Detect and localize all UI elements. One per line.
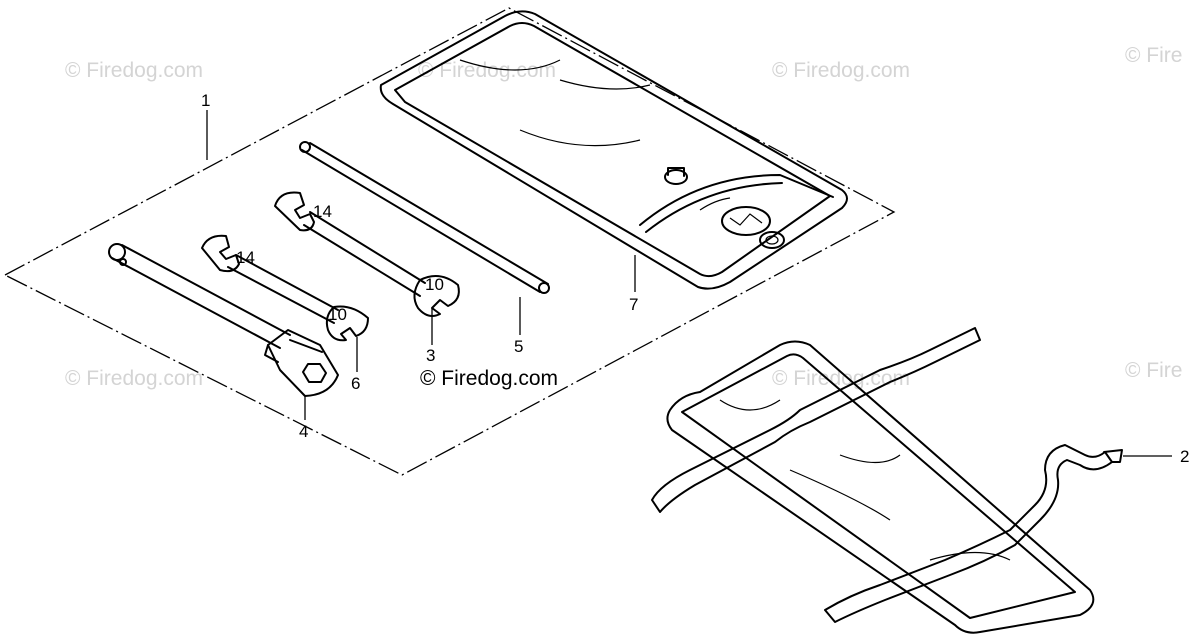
watermark: © Fire [1125, 44, 1182, 67]
copyright-notice: © Firedog.com [420, 367, 558, 390]
large-wrench-illustration: 14 10 [274, 191, 460, 317]
callout-7: 7 [629, 295, 638, 314]
wrench-size-marking: 10 [425, 275, 444, 294]
callout-labels: 1 2 3 4 5 6 7 [201, 91, 1189, 466]
kit-boundary-outline [3, 7, 896, 476]
socket-wrench-illustration [108, 243, 339, 397]
callout-6: 6 [351, 374, 360, 393]
watermark-layer: © Firedog.com © Firedog.com © Firedog.co… [65, 44, 1182, 390]
callout-1: 1 [201, 91, 210, 110]
wrench-size-marking: 14 [313, 202, 332, 221]
small-wrench-illustration: 14 10 [201, 234, 369, 342]
callout-5: 5 [514, 337, 523, 356]
watermark: © Firedog.com [772, 59, 910, 82]
callout-3: 3 [426, 346, 435, 365]
wrench-size-marking: 14 [236, 248, 255, 267]
case-illustration [651, 327, 1123, 634]
leader-lines [206, 110, 1172, 457]
tool-bag-illustration [379, 10, 848, 290]
watermark: © Firedog.com [65, 59, 203, 82]
watermark: © Fire [1125, 359, 1182, 382]
callout-4: 4 [299, 422, 308, 441]
wrench-size-marking: 10 [328, 305, 347, 324]
callout-2: 2 [1180, 447, 1189, 466]
watermark: © Firedog.com [772, 367, 910, 390]
watermark: © Firedog.com [418, 59, 556, 82]
watermark: © Firedog.com [65, 367, 203, 390]
bar-handle-illustration [299, 141, 550, 294]
